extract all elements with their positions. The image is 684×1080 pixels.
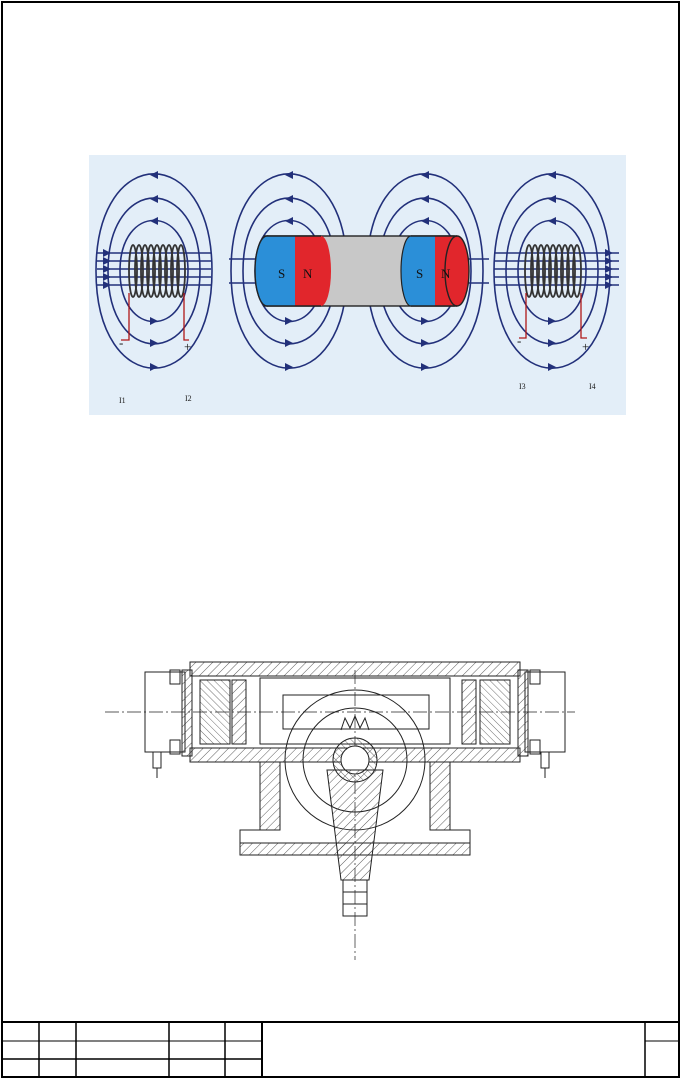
right-shaft-housing — [524, 671, 566, 753]
field-arrow — [548, 317, 556, 325]
left-magnet: S N — [254, 235, 331, 307]
left-magnet-south — [267, 236, 295, 306]
left-bolt-bottom — [169, 739, 181, 755]
right-magnet-n-label: N — [441, 266, 451, 281]
field-arrow — [421, 317, 429, 325]
coil-turn — [554, 244, 564, 298]
lever-arm — [326, 769, 384, 881]
field-arrow — [103, 249, 111, 257]
field-arrow — [285, 363, 293, 371]
field-arrow — [605, 265, 613, 273]
right-minus-terminal: - — [517, 333, 521, 348]
title-block — [1, 1021, 680, 1078]
coil-turn — [158, 244, 168, 298]
marker-i1: I1 — [119, 396, 126, 405]
left-magnet-north-edge — [311, 236, 331, 306]
coil-turn — [566, 244, 576, 298]
coil-turn — [152, 244, 162, 298]
right-coil-leads — [519, 293, 587, 339]
actuator-section-drawing — [105, 661, 575, 960]
field-arrow — [103, 265, 111, 273]
left-connector — [152, 752, 162, 769]
lever-tip — [342, 879, 368, 917]
lower-housing-hatch-right — [429, 761, 451, 831]
field-arrow — [421, 171, 429, 179]
field-arrow — [421, 339, 429, 347]
field-arrow — [285, 317, 293, 325]
coil-turn — [176, 244, 186, 298]
field-arrow — [548, 363, 556, 371]
field-arrow — [548, 171, 556, 179]
marker-i4: I4 — [589, 382, 596, 391]
field-arrow — [605, 273, 613, 281]
field-arrow — [103, 257, 111, 265]
marker-i3: I3 — [519, 382, 526, 391]
field-arrow — [150, 195, 158, 203]
coil-turn — [128, 244, 138, 298]
right-coil-section — [479, 679, 511, 745]
field-arrow — [150, 363, 158, 371]
field-arrow — [421, 195, 429, 203]
left-magnet-n-label: N — [303, 266, 313, 281]
coil-turn — [140, 244, 150, 298]
coil-turn — [524, 244, 534, 298]
field-arrow — [150, 317, 158, 325]
coil-turn — [134, 244, 144, 298]
coil-turn — [146, 244, 156, 298]
field-arrow — [548, 217, 556, 225]
left-minus-terminal: - — [119, 335, 123, 350]
marker-i2: I2 — [185, 394, 192, 403]
right-bolt-bottom — [529, 739, 541, 755]
right-end-cap — [517, 669, 529, 757]
coil-turn — [536, 244, 546, 298]
field-arrow — [605, 257, 613, 265]
left-armature — [231, 679, 247, 745]
magnetic-field-diagram: S N S N - + - + I1 I2 I3 I4 — [89, 155, 626, 415]
field-arrow — [285, 195, 293, 203]
right-coil — [524, 244, 582, 298]
field-arrow — [150, 171, 158, 179]
field-arrow — [103, 273, 111, 281]
left-plus-terminal: + — [184, 339, 191, 354]
field-arrow — [285, 339, 293, 347]
field-arrows — [103, 171, 613, 371]
coil-turn — [164, 244, 174, 298]
right-armature — [461, 679, 477, 745]
left-coil — [128, 244, 186, 298]
coil-turn — [572, 244, 582, 298]
left-coil-section — [199, 679, 231, 745]
field-arrow — [103, 281, 111, 289]
coil-turn — [170, 244, 180, 298]
field-arrow — [285, 171, 293, 179]
right-magnet-south — [411, 236, 435, 306]
rack-inner — [282, 694, 430, 730]
left-shaft-housing — [144, 671, 186, 753]
right-plus-terminal: + — [582, 339, 589, 354]
housing-top-wall — [189, 661, 521, 677]
field-arrow — [285, 217, 293, 225]
coil-turn — [548, 244, 558, 298]
left-magnet-s-label: S — [278, 266, 285, 281]
right-magnet-s-label: S — [416, 266, 423, 281]
coil-turn — [560, 244, 570, 298]
field-arrow — [421, 363, 429, 371]
field-arrow — [605, 249, 613, 257]
field-arrow — [421, 217, 429, 225]
field-arrow — [548, 195, 556, 203]
field-arrow — [605, 281, 613, 289]
right-bolt-top — [529, 669, 541, 685]
left-coil-leads — [121, 293, 189, 341]
field-arrow — [150, 339, 158, 347]
left-bolt-top — [169, 669, 181, 685]
gear-teeth — [340, 714, 370, 731]
field-arrow — [150, 217, 158, 225]
field-arrow — [548, 339, 556, 347]
coil-turn — [530, 244, 540, 298]
lower-housing-hatch-left — [259, 761, 281, 831]
left-end-cap — [181, 669, 193, 757]
coil-turn — [542, 244, 552, 298]
right-magnet: S N — [400, 235, 470, 307]
right-connector — [540, 752, 550, 769]
